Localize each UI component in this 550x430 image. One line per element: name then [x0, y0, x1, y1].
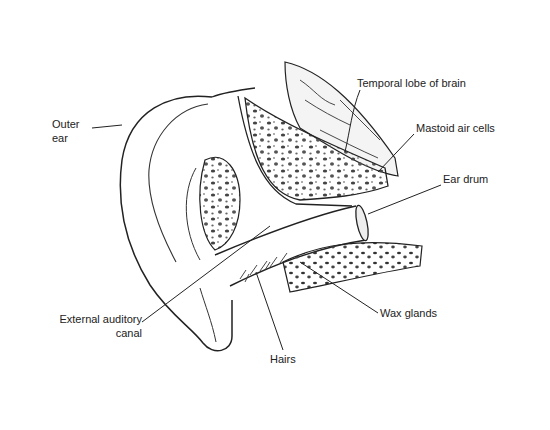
canal-hairs — [240, 253, 287, 282]
leader-line — [92, 125, 122, 128]
part-label: Mastoid air cells — [416, 121, 536, 135]
leader-line — [142, 226, 270, 322]
lobe-fold — [200, 288, 216, 342]
part-label: Wax glands — [380, 306, 480, 320]
antihelix — [149, 104, 208, 262]
part-label: Temporal lobe of brain — [357, 76, 497, 90]
cartilage — [200, 157, 240, 250]
pinna-outline — [120, 96, 232, 351]
leader-line — [345, 90, 360, 152]
part-label: External auditory canal — [37, 312, 142, 340]
leader-line — [378, 134, 414, 172]
ear-drum — [353, 204, 370, 241]
leader-line — [300, 262, 378, 313]
leader-line — [256, 272, 283, 350]
part-label: Hairs — [270, 352, 330, 366]
wax-gland-region — [283, 243, 422, 292]
leader-line — [368, 185, 441, 214]
bone-outline — [238, 96, 352, 206]
part-label: Ear drum — [443, 172, 533, 186]
mastoid-bone — [245, 98, 388, 200]
part-label: Outer ear — [52, 117, 92, 145]
skin-line — [212, 88, 255, 97]
concha — [186, 168, 200, 260]
